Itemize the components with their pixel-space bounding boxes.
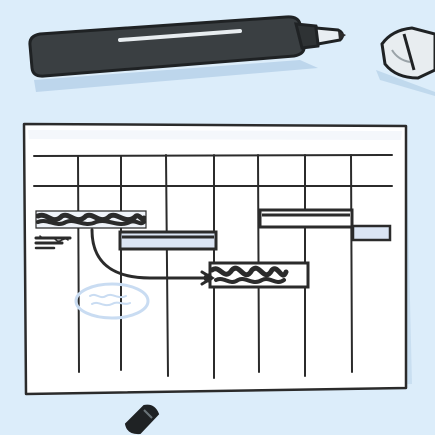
task-label-scribble [36, 211, 146, 228]
whiteboard-sheet [24, 124, 412, 394]
gantt-bar-1 [120, 232, 216, 249]
gantt-bar-2 [260, 210, 352, 227]
gantt-bar-4 [210, 263, 308, 287]
gantt-bar-3 [353, 226, 390, 240]
